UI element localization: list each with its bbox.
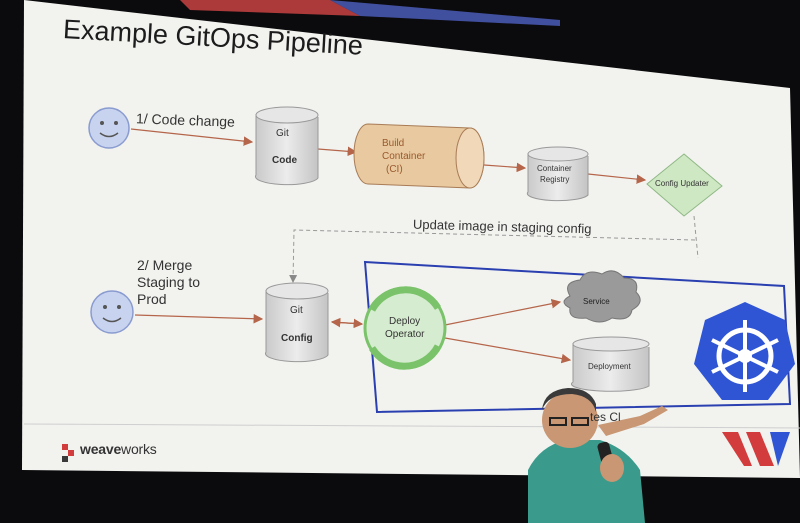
git-config-cylinder-icon xyxy=(264,282,329,363)
config-updater-diamond xyxy=(646,153,723,217)
service-cloud-icon xyxy=(563,270,641,323)
registry-label-line-1: Container xyxy=(537,164,572,173)
container-registry-cylinder-icon xyxy=(526,146,589,202)
registry-label-line-2: Registry xyxy=(540,175,570,184)
git-code-top-label: Git xyxy=(276,128,289,139)
kubernetes-cluster-box xyxy=(363,260,792,414)
deploy-operator-label-line-1: Deploy xyxy=(389,316,421,327)
step-2-label-line-2: Staging to xyxy=(137,274,201,290)
service-label: Service xyxy=(583,297,610,306)
developer-smiley-face-icon xyxy=(88,107,130,149)
deploy-operator-label-line-2: Operator xyxy=(385,329,425,340)
git-config-bottom-label: Config xyxy=(281,333,313,344)
step-2-label-line-3: Prod xyxy=(137,291,167,307)
build-label-line-3: (CI) xyxy=(386,164,403,175)
build-container-cylinder-icon xyxy=(353,123,485,189)
kubernetes-helm-icon xyxy=(694,302,795,400)
arrow-code-change xyxy=(130,128,254,146)
build-label-line-2: Container xyxy=(382,151,426,162)
step-1-label: 1/ Code change xyxy=(135,110,236,130)
git-code-bottom-label: Code xyxy=(272,155,297,166)
git-code-cylinder-icon xyxy=(254,106,319,186)
step-2-label-line-1: 2/ Merge xyxy=(137,257,193,273)
deploy-operator-sync-arrows-icon xyxy=(363,286,447,370)
build-label-line-1: Build xyxy=(382,138,405,149)
weaveworks-wordmark: weaveworks xyxy=(80,441,157,457)
deployment-label: Deployment xyxy=(588,362,631,371)
git-config-top-label: Git xyxy=(290,305,303,316)
dashed-update-arrow xyxy=(293,215,699,282)
weaveworks-w-mark-icon xyxy=(722,432,790,466)
presenter-person xyxy=(528,388,668,523)
config-updater-label: Config Updater xyxy=(655,179,709,188)
operator-smiley-face-icon xyxy=(90,290,134,334)
cluster-label: tes Cl xyxy=(590,410,621,424)
weaveworks-logo-icon xyxy=(62,444,74,462)
deployment-cylinder-icon xyxy=(570,336,650,392)
